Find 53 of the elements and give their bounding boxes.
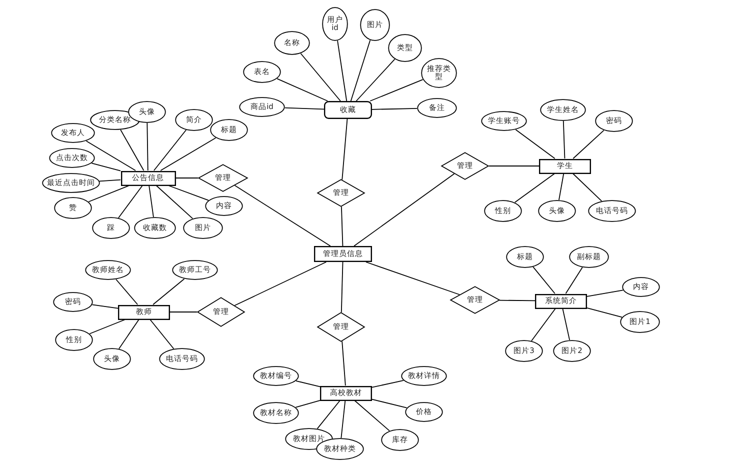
connector-line bbox=[91, 162, 121, 172]
connector-line bbox=[558, 173, 564, 200]
connector-line bbox=[337, 40, 348, 102]
connector-line bbox=[340, 400, 346, 438]
connector-line bbox=[116, 278, 138, 305]
connector-line bbox=[372, 380, 404, 388]
connector-line bbox=[350, 40, 371, 102]
connector-line bbox=[86, 140, 136, 171]
connector-line bbox=[572, 130, 604, 159]
connector-line bbox=[340, 262, 344, 313]
connector-line bbox=[148, 185, 154, 218]
connector-line bbox=[354, 400, 390, 432]
connector-line bbox=[295, 400, 320, 408]
connector-line bbox=[586, 307, 622, 318]
connector-line bbox=[99, 179, 121, 182]
connector-line bbox=[514, 173, 556, 203]
connector-line bbox=[89, 319, 126, 334]
connector-line bbox=[300, 53, 341, 102]
connector-line bbox=[154, 130, 187, 171]
connector-line bbox=[532, 266, 556, 294]
connector-line bbox=[341, 206, 344, 246]
connector-line bbox=[565, 266, 583, 294]
connector-line bbox=[354, 173, 455, 246]
connector-line bbox=[296, 380, 320, 388]
connector-line bbox=[372, 398, 408, 408]
connector-line bbox=[499, 300, 536, 302]
connector-line bbox=[562, 308, 570, 341]
connector-line bbox=[316, 400, 340, 430]
connector-line bbox=[572, 173, 602, 202]
connector-line bbox=[234, 262, 327, 306]
connector-line bbox=[118, 185, 143, 218]
connector-line bbox=[515, 129, 556, 159]
connector-line bbox=[92, 304, 118, 309]
connector-line bbox=[150, 319, 174, 350]
connector-line bbox=[370, 79, 424, 102]
connector-line bbox=[276, 78, 328, 102]
connector-line bbox=[356, 58, 396, 102]
connector-line bbox=[120, 129, 144, 171]
connector-line bbox=[284, 107, 324, 110]
connector-line bbox=[342, 118, 348, 180]
connector-line bbox=[366, 262, 460, 296]
connector-line bbox=[88, 185, 130, 202]
connector-line bbox=[168, 185, 209, 201]
connector-line bbox=[152, 278, 185, 305]
connector-line bbox=[531, 308, 556, 342]
connector-line bbox=[342, 340, 346, 386]
connector-line bbox=[160, 137, 216, 171]
connector-line bbox=[118, 319, 140, 350]
connector-line bbox=[372, 108, 418, 110]
connector-line bbox=[562, 120, 566, 159]
connector-line bbox=[146, 122, 148, 171]
connector-line bbox=[586, 290, 624, 297]
connector-line bbox=[156, 185, 194, 220]
